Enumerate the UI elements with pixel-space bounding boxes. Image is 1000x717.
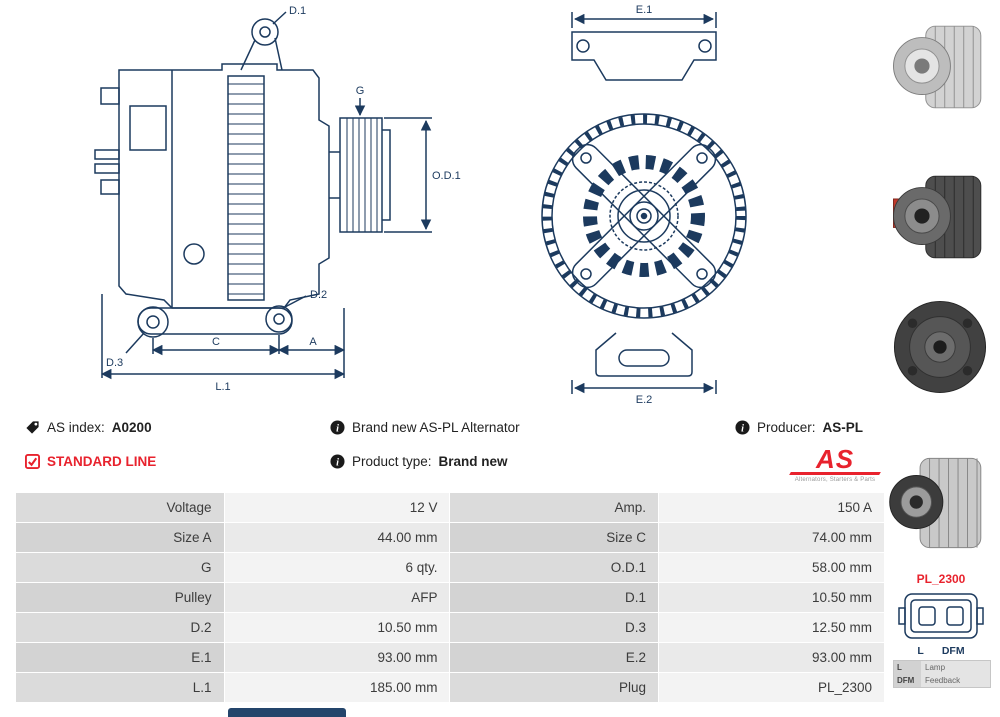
spec-value-cell: 44.00 mm [223,522,451,553]
legend-row-l: L Lamp [894,661,990,674]
checkbox-check-icon [25,454,40,469]
legend-desc: Lamp [921,661,990,674]
spec-value-cell: 58.00 mm [658,552,885,583]
info-icon: i [330,420,345,435]
as-index-row: AS index: A0200 [25,420,152,435]
product-type-label: Product type: [352,454,432,469]
spec-value-cell: 12 V [223,492,451,523]
alternator-photo-graphic [893,300,987,394]
spec-label-cell: D.2 [15,612,225,643]
spec-value-cell: 93.00 mm [658,642,885,673]
spec-table: Voltage 12 V Amp. 150 A Size A 44.00 mm … [15,492,885,703]
legend-row-dfm: DFM Feedback [894,674,990,687]
producer-row: i Producer: AS-PL [735,420,863,435]
product-type-value: Brand new [438,454,508,469]
brand-new-text: Brand new AS-PL Alternator [352,420,520,435]
alternator-side-view-drawing: D.1 G O.D.1 D.2 D.3 C A L.1 [22,2,472,404]
spec-label-cell: Size C [449,522,660,553]
product-info-section: AS index: A0200 STANDARD LINE i Brand ne… [0,414,881,490]
plug-name-label: PL_2300 [916,572,966,586]
aspl-logo: AS Alternators, Starters & Parts [789,444,881,483]
spec-label-cell: Voltage [15,492,225,523]
spec-value-cell: 74.00 mm [658,522,885,553]
dim-label-l1: L.1 [215,381,230,393]
spec-value-cell: 185.00 mm [223,672,451,703]
dim-label-d2: D.2 [310,289,327,301]
dim-label-d1: D.1 [289,5,306,17]
legend-desc: Feedback [921,674,990,687]
table-row: Pulley AFP D.1 10.50 mm [15,582,885,613]
legend-pin: DFM [894,674,921,687]
pin-label-l: L [917,645,924,657]
partial-bottom-bar [228,708,346,717]
tag-icon [25,420,40,435]
alternator-photo-graphic [893,25,982,109]
spec-label-cell: E.2 [449,642,660,673]
dim-label-od1: O.D.1 [432,170,461,182]
spec-label-cell: D.1 [449,582,660,613]
product-photo-3 [884,284,996,410]
svg-text:i: i [741,423,744,434]
spec-label-cell: Amp. [449,492,660,523]
pin-label-dfm: DFM [941,645,965,657]
spec-label-cell: Plug [449,672,660,703]
dim-label-e1: E.1 [636,4,653,16]
dim-label-d3: D.3 [106,357,123,369]
table-row: Size A 44.00 mm Size C 74.00 mm [15,522,885,553]
logo-swoosh [789,472,881,475]
spec-label-cell: O.D.1 [449,552,660,583]
table-row: Voltage 12 V Amp. 150 A [15,492,885,523]
info-icon: i [330,454,345,469]
legend-pin: L [894,661,921,674]
product-photos-column: PL_2300 L DFM L Lamp [882,0,1000,717]
as-index-value: A0200 [111,420,152,435]
product-photo-4 [884,436,996,570]
spec-value-cell: 10.50 mm [658,582,885,613]
brand-new-row: i Brand new AS-PL Alternator [330,420,520,435]
aspl-logo-caption: Alternators, Starters & Parts [794,477,876,483]
dim-label-a: A [309,336,317,348]
spec-label-cell: L.1 [15,672,225,703]
spec-value-cell: AFP [223,582,451,613]
connector-pin-labels: L DFM [882,645,1000,657]
product-photo-2 [884,156,996,278]
spec-value-cell: 12.50 mm [658,612,885,643]
alternator-front-view-drawing: E.1 E.2 [524,2,766,406]
as-index-label: AS index: [47,420,105,435]
spec-value-cell: 93.00 mm [223,642,451,673]
spec-label-cell: G [15,552,225,583]
producer-label: Producer: [757,420,816,435]
product-photo-1 [884,6,996,128]
aspl-logo-text: AS [815,444,855,474]
alternator-photo-graphic [893,175,982,259]
spec-value-cell: 10.50 mm [223,612,451,643]
table-row: E.1 93.00 mm E.2 93.00 mm [15,642,885,673]
table-row: D.2 10.50 mm D.3 12.50 mm [15,612,885,643]
side-view-svg: D.1 G O.D.1 D.2 D.3 C A L.1 [94,5,461,393]
info-icon: i [735,420,750,435]
standard-line-row: STANDARD LINE [25,454,156,469]
table-row: L.1 185.00 mm Plug PL_2300 [15,672,885,703]
connector-svg [898,593,984,639]
standard-line-label: STANDARD LINE [47,454,157,469]
spec-value-cell: 150 A [658,492,885,523]
spec-value-cell: PL_2300 [658,672,885,703]
dim-label-c: C [212,336,220,348]
dim-label-e2: E.2 [636,394,653,404]
svg-text:i: i [336,457,339,468]
table-row: G 6 qty. O.D.1 58.00 mm [15,552,885,583]
alternator-photo-graphic [889,457,982,549]
spec-label-cell: Pulley [15,582,225,613]
spec-label-cell: E.1 [15,642,225,673]
spec-value-cell: 6 qty. [223,552,451,583]
spec-label-cell: Size A [15,522,225,553]
front-view-svg: E.1 E.2 [541,4,747,406]
spec-label-cell: D.3 [449,612,660,643]
svg-text:i: i [336,423,339,434]
producer-value: AS-PL [822,420,864,435]
pin-legend: L Lamp DFM Feedback [893,660,991,688]
plug-connector-drawing [891,588,991,646]
dim-label-g: G [356,85,365,97]
product-type-row: i Product type: Brand new [330,454,508,469]
